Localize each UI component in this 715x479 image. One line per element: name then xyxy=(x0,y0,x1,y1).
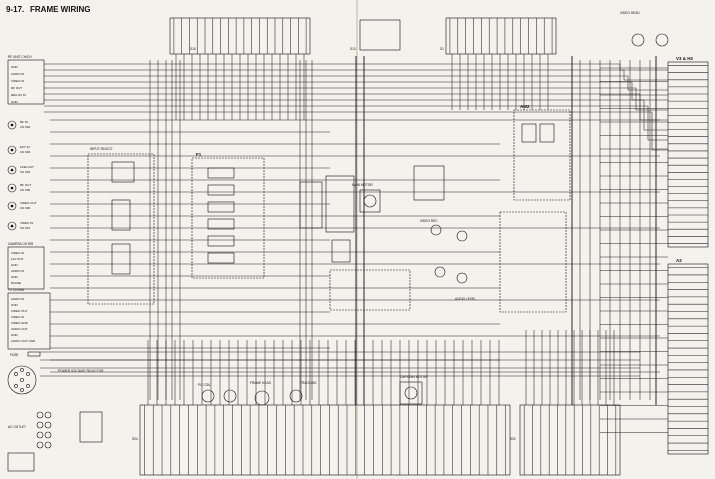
rf-unit-pin-4: RF OUT xyxy=(11,86,22,90)
svg-text:AC OUTLET: AC OUTLET xyxy=(8,425,26,429)
svg-text:S02: S02 xyxy=(510,437,516,441)
svg-text:VIDEO REC: VIDEO REC xyxy=(420,219,438,223)
connector-s02: S02 xyxy=(510,404,621,476)
svg-text:PG COIL: PG COIL xyxy=(198,383,211,387)
svg-text:AUDIO OUT: AUDIO OUT xyxy=(11,327,28,331)
svg-text:TRACKING: TRACKING xyxy=(300,381,317,385)
svg-text:GND: GND xyxy=(11,333,19,337)
svg-text:VIDEO HEAD: VIDEO HEAD xyxy=(620,11,640,15)
svg-text:CN 903: CN 903 xyxy=(20,150,31,154)
svg-text:TV CN 908: TV CN 908 xyxy=(8,288,24,292)
svg-text:A2: A2 xyxy=(676,258,682,263)
svg-text:CN 906: CN 906 xyxy=(20,206,31,210)
connector-video-head: VIDEO HEAD xyxy=(620,11,669,47)
svg-text:AM2: AM2 xyxy=(520,104,530,109)
figure-number: 9-17. xyxy=(6,5,25,14)
svg-text:FUSE: FUSE xyxy=(10,353,19,357)
svg-text:VIDEO IN: VIDEO IN xyxy=(11,251,24,255)
svg-text:VIDEO IN: VIDEO IN xyxy=(20,221,33,225)
svg-text:CAPSTAN MOTOR: CAPSTAN MOTOR xyxy=(400,375,428,379)
input-select-block: INPUT SELECT xyxy=(87,147,155,305)
svg-text:AUDIO OUT GND: AUDIO OUT GND xyxy=(11,339,36,343)
power-voltage-selector: POWER VOLTAGE SELECTOR xyxy=(58,369,104,373)
svg-text:S13: S13 xyxy=(350,47,356,51)
svg-text:S04: S04 xyxy=(132,437,138,441)
svg-text:LINE OUT: LINE OUT xyxy=(20,165,34,169)
connector-tv: TV CN 908 AUDIO IN GND VIDEO OUT VIDEO I… xyxy=(7,288,51,350)
tracking-block: TRACKING xyxy=(289,381,317,403)
figure-title: FRAME WIRING xyxy=(30,5,91,14)
video-rec-block: VIDEO REC xyxy=(413,165,468,242)
center-switch-group xyxy=(329,239,411,311)
capstan-block: CAPSTAN MOTOR xyxy=(399,375,428,405)
svg-text:12V OUT: 12V OUT xyxy=(11,257,24,261)
power-connector xyxy=(7,365,37,395)
connector-rf-out: RF OUT CN 905 xyxy=(7,183,31,193)
svg-text:V3 & H2: V3 & H2 xyxy=(676,56,694,61)
rf-unit-pin-6: GND xyxy=(11,100,19,104)
svg-text:VIDEO OUT: VIDEO OUT xyxy=(11,309,28,313)
svg-text:RF IN: RF IN xyxy=(20,120,28,124)
svg-text:AUDIO LEVEL: AUDIO LEVEL xyxy=(455,297,476,301)
svg-text:CN 905: CN 905 xyxy=(20,188,31,192)
connector-v3-h2: V3 & H2 xyxy=(667,56,709,248)
connector-ext-in: EXT IN CN 903 xyxy=(7,145,31,155)
connector-s13: S13 xyxy=(350,19,401,51)
connector-a2: A2 xyxy=(667,258,709,455)
connector-video-out: VIDEO OUT CN 906 xyxy=(7,201,37,211)
connector-rf-unit: RF UNIT CH/CH GND AUDIO IN VIDEO IN RF O… xyxy=(7,55,45,105)
svg-text:CN 907: CN 907 xyxy=(20,226,31,230)
svg-text:AUDIO IN: AUDIO IN xyxy=(11,269,24,273)
svg-text:S1: S1 xyxy=(440,47,444,51)
svg-text:F1: F1 xyxy=(196,152,202,157)
connector-rf-in: RF IN CN 902 xyxy=(7,120,31,130)
connector-s1: S1 xyxy=(440,17,557,55)
svg-text:INPUT SELECT: INPUT SELECT xyxy=(90,147,113,151)
svg-text:GND: GND xyxy=(11,263,19,267)
svg-text:MAIN MOTOR: MAIN MOTOR xyxy=(352,183,373,187)
ac-outlet-block: AC OUTLET xyxy=(7,411,103,472)
svg-text:PAUSE: PAUSE xyxy=(11,281,21,285)
connector-camera: CAMERA CN 909 VIDEO IN 12V OUT GND AUDIO… xyxy=(7,242,45,290)
svg-text:AUDIO IN: AUDIO IN xyxy=(11,297,24,301)
fuse-block: FUSE xyxy=(10,351,41,357)
rf-unit-title: RF UNIT CH/CH xyxy=(8,55,32,59)
svg-text:FRAME HEAD: FRAME HEAD xyxy=(250,381,272,385)
rf-unit-pin-5: REG 8V IN xyxy=(11,93,26,97)
pg-coil-block: PG COIL xyxy=(198,383,237,403)
svg-text:VIDEO IN: VIDEO IN xyxy=(11,315,24,319)
rf-unit-pin-3: VIDEO IN xyxy=(11,79,24,83)
svg-text:POWER VOLTAGE SELECTOR: POWER VOLTAGE SELECTOR xyxy=(58,369,104,373)
svg-text:RF OUT: RF OUT xyxy=(20,183,31,187)
svg-text:S15: S15 xyxy=(190,47,196,51)
svg-text:VIDEO OUT: VIDEO OUT xyxy=(20,201,37,205)
connector-s15: S15 xyxy=(169,17,311,55)
connector-s04: S04 xyxy=(132,404,511,476)
rf-unit-pin-1: GND xyxy=(11,65,19,69)
svg-text:GND: GND xyxy=(11,303,19,307)
connector-line-out: LINE OUT CN 904 xyxy=(7,165,34,175)
wire-harness xyxy=(40,54,668,433)
audio-level-block: AUDIO LEVEL xyxy=(434,211,567,313)
svg-text:CN 902: CN 902 xyxy=(20,125,31,129)
svg-text:EXT IN: EXT IN xyxy=(20,145,30,149)
svg-text:CAMERA CN 909: CAMERA CN 909 xyxy=(8,242,33,246)
rf-unit-pin-2: AUDIO IN xyxy=(11,72,24,76)
frame-head-block: FRAME HEAD xyxy=(250,381,272,406)
svg-text:GND: GND xyxy=(11,275,19,279)
connector-video-in: VIDEO IN CN 907 xyxy=(7,221,33,231)
connector-am2: AM2 xyxy=(513,104,571,201)
svg-text:CN 904: CN 904 xyxy=(20,170,31,174)
svg-text:VIDEO GND: VIDEO GND xyxy=(11,321,29,325)
f1-block: F1 xyxy=(191,152,265,279)
